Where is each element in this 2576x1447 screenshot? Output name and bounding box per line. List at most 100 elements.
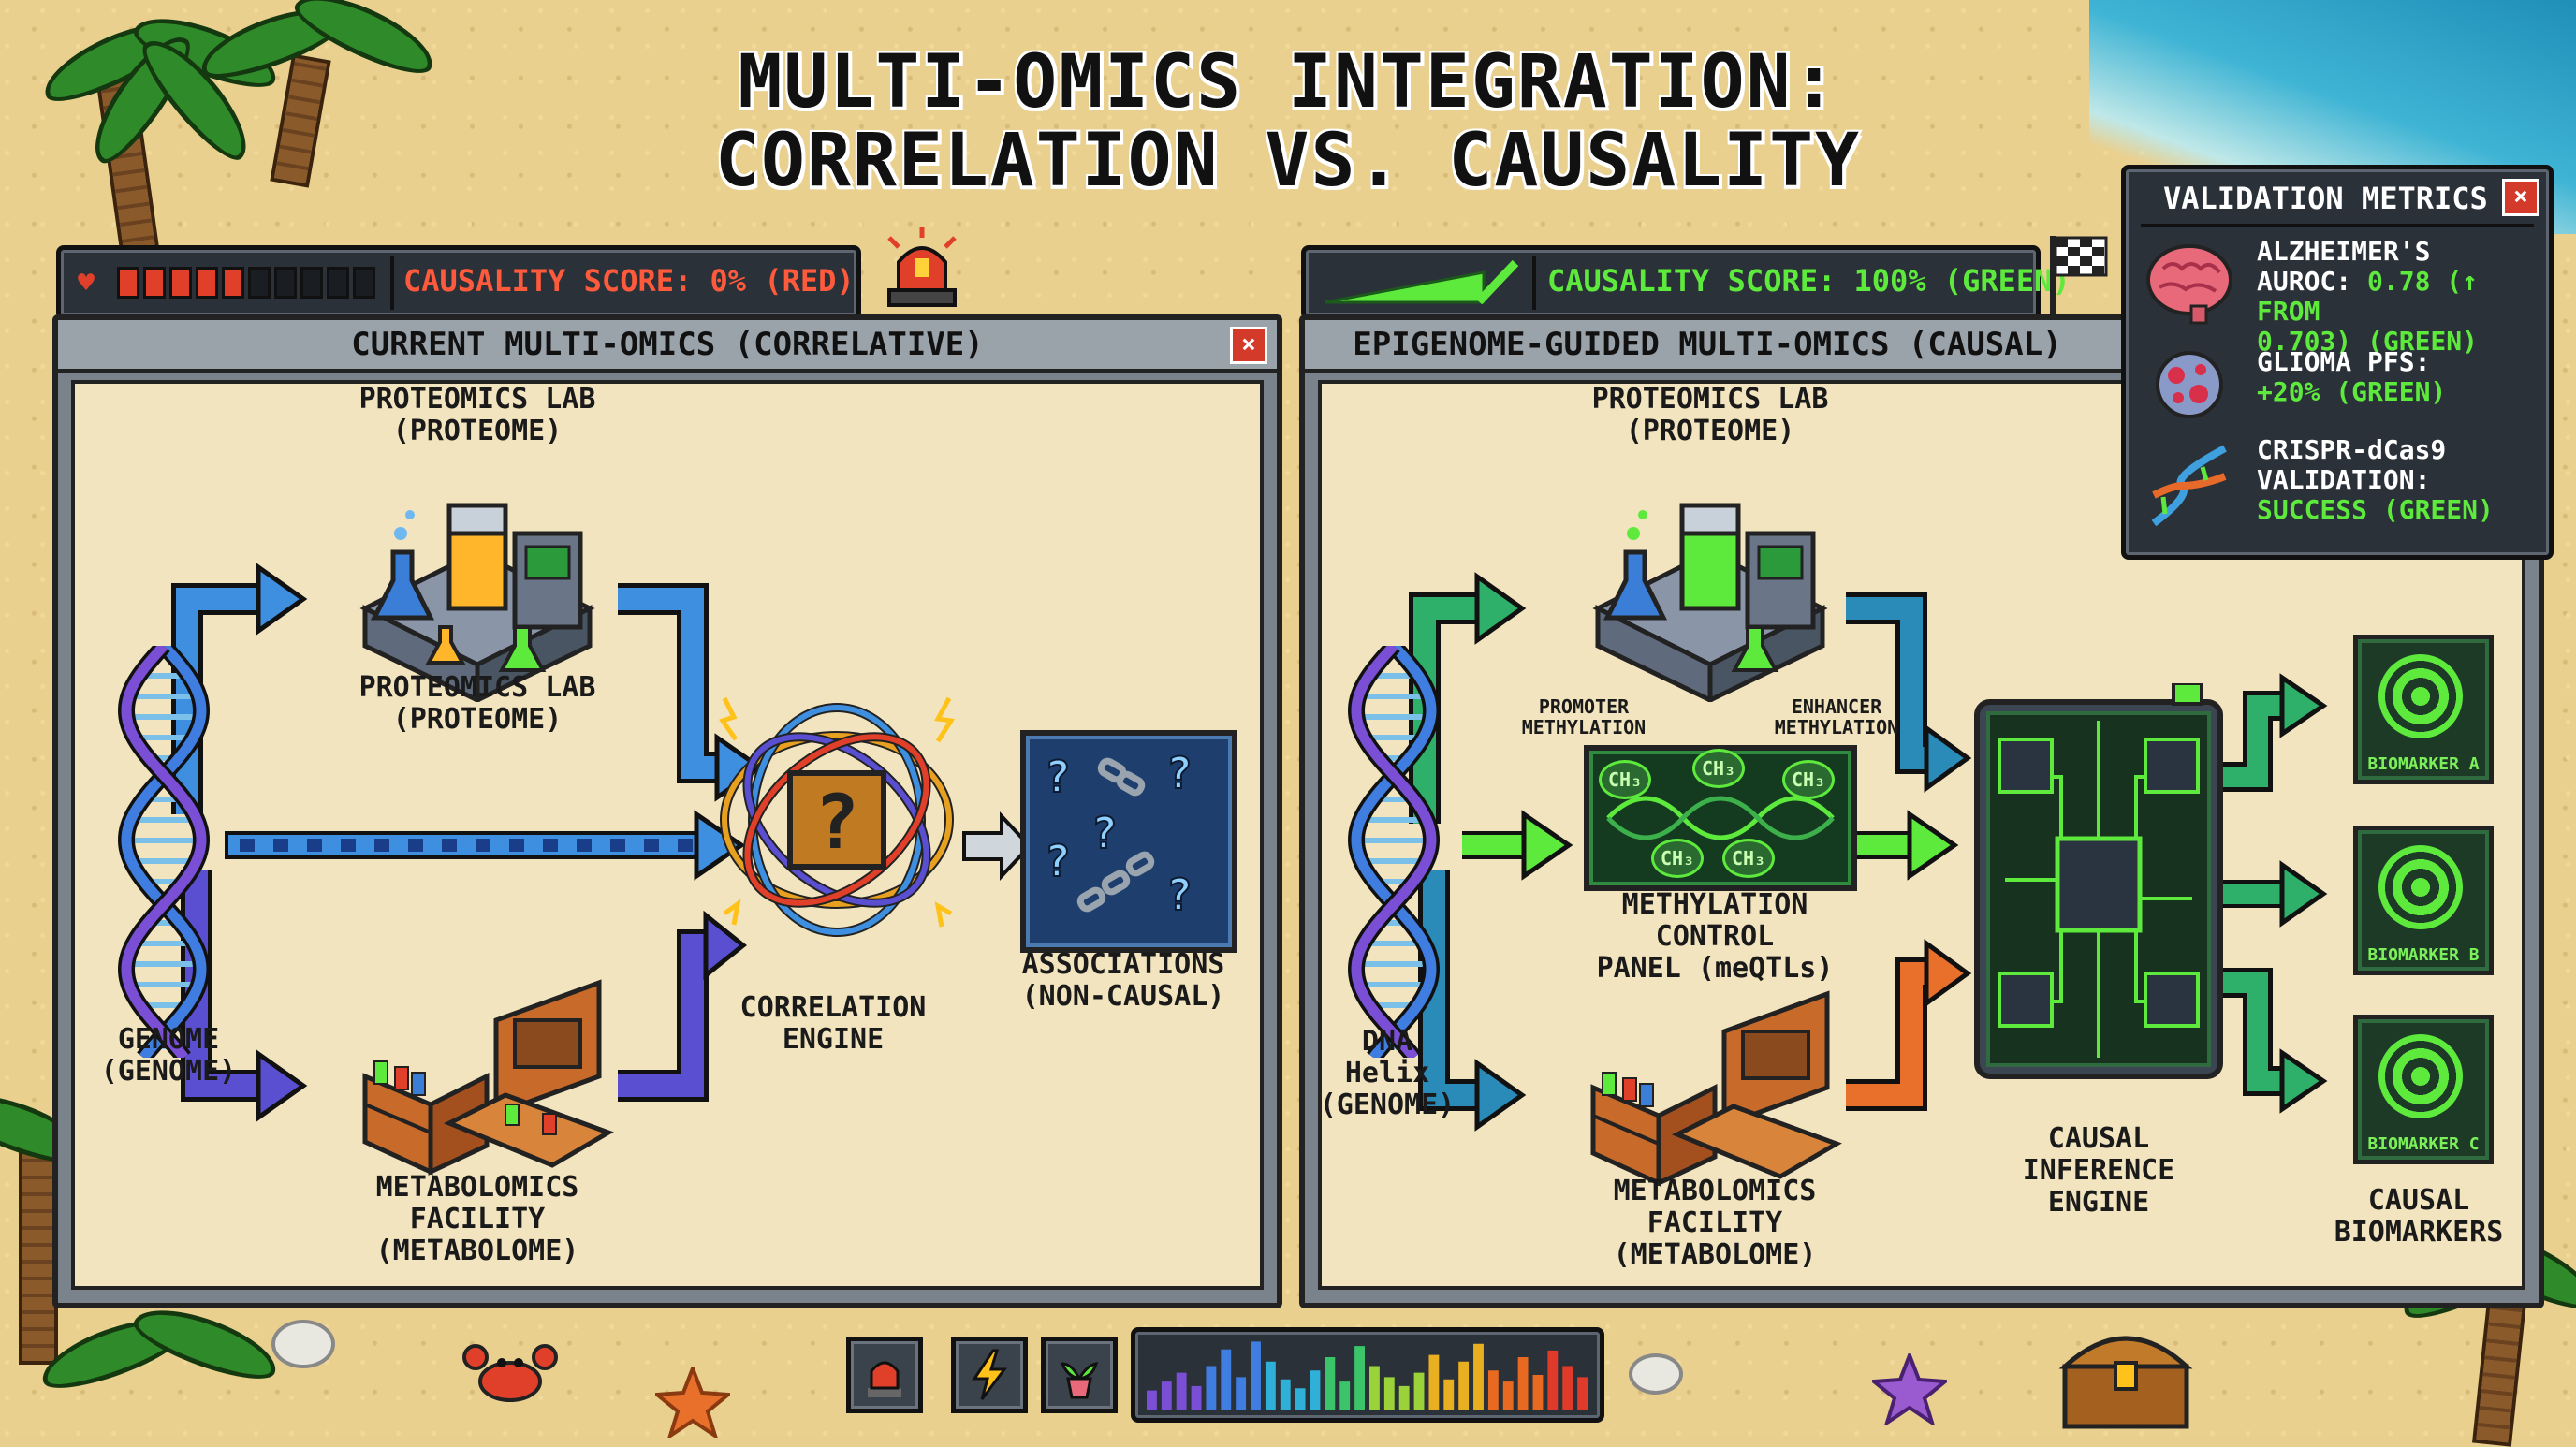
equalizer-bar (1547, 1350, 1559, 1410)
metabolomics-label: METABOLOMICS FACILITY (METABOLOME) (375, 1171, 579, 1267)
signal-equalizer (1131, 1327, 1604, 1423)
dna-strand (1351, 646, 1437, 1058)
alarm-siren-icon (880, 225, 964, 309)
biomarker-c-card[interactable]: BIOMARKER C (2353, 1015, 2494, 1164)
metabolomics-facility-icon (1584, 975, 1846, 1191)
metabolomics-facility-icon (356, 964, 618, 1179)
brain-icon (2146, 244, 2232, 325)
metric-text: ALZHEIMER'S AUROC: 0.78 (↑ FROM 0.703) (… (2257, 237, 2534, 357)
metric-glioma: GLIOMA PFS: +20% (GREEN) (2144, 347, 2534, 422)
validation-title: VALIDATION METRICS (2163, 181, 2488, 216)
equalizer-bar (1428, 1354, 1440, 1410)
equalizer-bar (1354, 1346, 1365, 1410)
biomarker-b-card[interactable]: BIOMARKER B (2353, 826, 2494, 975)
equalizer-bar (1280, 1379, 1291, 1410)
proteomics-lab-label: PROTEOMICS LAB (PROTEOME) (359, 671, 596, 736)
dna-strand (121, 646, 207, 1058)
causal-biomarkers-label: CAUSAL BIOMARKERS (2334, 1184, 2504, 1249)
equalizer-bar (1206, 1366, 1217, 1410)
metric-value: +20% (GREEN) (2257, 376, 2447, 407)
target-icon (2378, 1034, 2463, 1118)
health-segment (248, 267, 271, 299)
equalizer-bar (1487, 1370, 1499, 1410)
starfish-icon (651, 1363, 734, 1440)
equalizer-bar (1176, 1372, 1187, 1410)
treasure-chest-icon (2056, 1310, 2196, 1432)
associations-label: ASSOCIATIONS (NON-CAUSAL) (1021, 948, 1225, 1013)
causal-engine-label: CAUSAL INFERENCE ENGINE (2022, 1122, 2175, 1219)
health-segment (274, 267, 297, 299)
promoter-methylation-label: PROMOTER METHYLATION (1521, 695, 1647, 738)
equalizer-bar (1458, 1361, 1470, 1410)
hud-divider (390, 256, 394, 310)
methylation-panel-label: METHYLATION CONTROL PANEL (meQTLs) (1596, 888, 1834, 985)
equalizer-bar (1443, 1379, 1455, 1410)
health-segment (300, 267, 323, 299)
alarm-button[interactable] (846, 1337, 923, 1413)
starfish-icon (1868, 1350, 1951, 1427)
enhancer-methylation-label: ENHANCER METHYLATION (1774, 695, 1899, 738)
health-segment (117, 267, 139, 299)
health-segment (196, 267, 218, 299)
proteomics-lab-top-label: PROTEOMICS LAB (PROTEOME) (359, 383, 596, 447)
ch3-badge: CH₃ (1599, 760, 1651, 799)
alarm-siren-icon (868, 1361, 901, 1397)
panel-title: EPIGENOME-GUIDED MULTI-OMICS (CAUSAL) (1353, 326, 2062, 363)
health-bar (117, 267, 417, 299)
panel-body: DNA Helix (GENOME) PROTEOMICS LAB (PROTE… (1318, 380, 2525, 1290)
equalizer-bar (1161, 1381, 1172, 1410)
metric-alzheimers: ALZHEIMER'S AUROC: 0.78 (↑ FROM 0.703) (… (2144, 237, 2534, 357)
genome-label: GENOME (GENOME) (100, 1023, 237, 1088)
metric-value: 0.78 (↑ FROM 0.703) (GREEN) (2257, 266, 2479, 357)
crab-icon (459, 1335, 562, 1410)
equalizer-bar (1191, 1385, 1202, 1410)
heart-icon: ♥ (78, 267, 95, 300)
metabolomics-label: METABOLOMICS FACILITY (METABOLOME) (1613, 1175, 1817, 1271)
biomarker-a-card[interactable]: BIOMARKER A (2353, 635, 2494, 784)
palm-tree (34, 1295, 285, 1438)
panel-header: CURRENT MULTI-OMICS (CORRELATIVE) × (58, 320, 1277, 373)
metric-crispr: CRISPR-dCas9 VALIDATION: SUCCESS (GREEN) (2144, 435, 2534, 538)
health-segment (143, 267, 166, 299)
shell-icon (1629, 1353, 1683, 1395)
equalizer-bar (1413, 1372, 1425, 1410)
shell-icon (271, 1320, 335, 1368)
metric-label: GLIOMA PFS: (2257, 346, 2431, 377)
close-button[interactable]: × (1230, 327, 1267, 364)
equalizer-bar (1251, 1341, 1261, 1410)
plant-button[interactable] (1041, 1337, 1118, 1413)
metric-text: CRISPR-dCas9 VALIDATION: SUCCESS (GREEN) (2257, 435, 2494, 525)
svg-text:?: ? (1045, 836, 1071, 886)
proteomics-lab-icon (356, 487, 599, 704)
tumor-cell-icon (2156, 351, 2223, 418)
dna-icon (2151, 445, 2227, 527)
equalizer-bar (1383, 1377, 1395, 1410)
dna-helix-icon (117, 646, 211, 1058)
lightning-button[interactable] (951, 1337, 1028, 1413)
metric-label: ALZHEIMER'S AUROC: (2257, 236, 2431, 297)
progress-ramp-icon (1324, 259, 1521, 306)
health-segment (353, 267, 375, 299)
equalizer-bar (1295, 1388, 1306, 1410)
divider (2141, 224, 2534, 227)
page-title-line-2: CORRELATION VS. CAUSALITY (715, 119, 1861, 203)
dna-strand (1351, 646, 1437, 1058)
methylation-control-panel: CH₃ CH₃ CH₃ CH₃ CH₃ (1584, 745, 1857, 891)
svg-text:?: ? (1045, 752, 1071, 802)
causal-inference-engine-icon (1968, 681, 2230, 1095)
close-button[interactable]: × (2502, 179, 2539, 216)
biomarker-label: BIOMARKER C (2367, 1134, 2480, 1154)
equalizer-bar (1502, 1381, 1514, 1410)
biomarker-label: BIOMARKER A (2367, 754, 2480, 774)
equalizer-bar (1532, 1375, 1544, 1410)
equalizer-bar (1265, 1361, 1276, 1410)
left-causality-score: CAUSALITY SCORE: 0% (RED) (403, 263, 855, 299)
equalizer-bar (1310, 1370, 1321, 1410)
right-causality-score: CAUSALITY SCORE: 100% (GREEN) (1547, 263, 2071, 299)
proteomics-lab-icon (1588, 487, 1832, 704)
checkered-flag-icon (2046, 232, 2112, 316)
potted-plant-icon (1060, 1362, 1099, 1399)
correlation-engine-label: CORRELATION ENGINE (739, 991, 927, 1056)
health-segment (169, 267, 192, 299)
correlative-panel: CURRENT MULTI-OMICS (CORRELATIVE) × (52, 314, 1282, 1308)
